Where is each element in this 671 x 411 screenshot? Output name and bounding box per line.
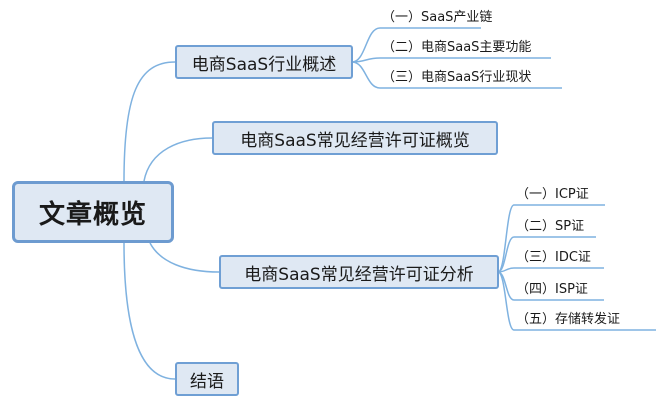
subtopic-ecommerce-saas-status[interactable]: （三）电商SaaS行业现状 — [382, 70, 532, 85]
connector-root-to-branch-3 — [149, 242, 220, 273]
connector-branch-1-child-3 — [351, 61, 562, 89]
root-label: 文章概览 — [38, 199, 147, 230]
connector-branch-3-child-5 — [497, 271, 656, 331]
subtopic-sp-license[interactable]: （二）SP证 — [516, 219, 585, 234]
connector-root-to-branch-1 — [123, 61, 176, 182]
branch-node-4[interactable]: 结语 — [175, 362, 239, 396]
branch-label: 电商SaaS行业概述 — [191, 54, 337, 75]
subtopic-saas-industry-chain[interactable]: （一）SaaS产业链 — [382, 10, 493, 25]
connector-root-to-branch-4 — [123, 242, 176, 380]
connector-root-to-branch-2 — [143, 137, 213, 182]
connector-branch-1-child-2 — [351, 57, 551, 63]
subtopic-ecommerce-saas-functions[interactable]: （二）电商SaaS主要功能 — [382, 40, 532, 55]
connector-branch-3-child-2 — [497, 236, 596, 273]
connector-branch-1-child-1 — [351, 27, 481, 63]
connector-branch-3-child-3 — [497, 267, 604, 273]
subtopic-store-forward-license[interactable]: （五）存储转发证 — [516, 312, 621, 327]
branch-node-1[interactable]: 电商SaaS行业概述 — [175, 45, 353, 79]
branch-label: 电商SaaS常见经营许可证概览 — [240, 130, 470, 151]
branch-node-3[interactable]: 电商SaaS常见经营许可证分析 — [219, 255, 499, 289]
branch-label: 结语 — [190, 371, 224, 392]
branch-node-2[interactable]: 电商SaaS常见经营许可证概览 — [212, 121, 498, 155]
subtopic-idc-license[interactable]: （三）IDC证 — [516, 250, 591, 265]
branch-label: 电商SaaS常见经营许可证分析 — [244, 264, 474, 285]
subtopic-icp-license[interactable]: （一）ICP证 — [516, 187, 589, 202]
root-node[interactable]: 文章概览 — [12, 181, 174, 243]
subtopic-isp-license[interactable]: （四）ISP证 — [516, 282, 588, 297]
